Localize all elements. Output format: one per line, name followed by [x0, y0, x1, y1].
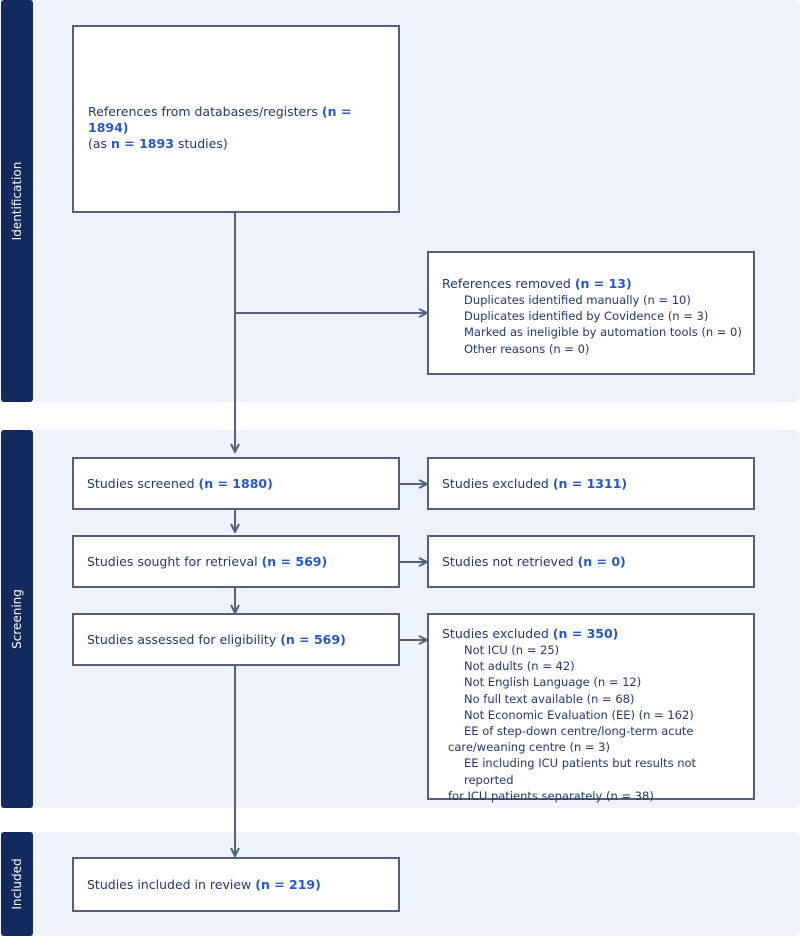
- exclusion-reason: EE of step-down centre/long-term acute: [464, 724, 694, 739]
- screening-sidebar: Screening: [1, 430, 33, 808]
- studies-not-retrieved-box: Studies not retrieved (n = 0): [427, 535, 755, 588]
- references-removed-count: (n = 13): [574, 276, 632, 291]
- references-removed-title: References removed (n = 13): [442, 276, 632, 291]
- included-sidebar: Included: [1, 832, 33, 936]
- studies-excluded-count: (n = 1311): [552, 475, 628, 491]
- studies-not-retrieved-count: (n = 0): [577, 553, 626, 569]
- exclusion-reason: Not English Language (n = 12): [464, 675, 642, 690]
- removed-item: Marked as ineligible by automation tools…: [464, 325, 742, 340]
- exclusion-reason: EE including ICU patients but results no…: [464, 756, 697, 787]
- identification-studies-count: n = 1893: [111, 136, 174, 151]
- exclusion-reason: No full text available (n = 68): [464, 691, 635, 706]
- identification-line2: (as n = 1893 studies): [88, 136, 228, 151]
- identification-box: References from databases/registers (n =…: [72, 25, 400, 213]
- removed-item: Other reasons (n = 0): [464, 341, 590, 356]
- studies-included-count: (n = 219): [255, 876, 321, 892]
- excluded-reasons-title: Studies excluded (n = 350): [442, 626, 619, 641]
- studies-included-box: Studies included in review (n = 219): [72, 857, 400, 912]
- exclusion-reason: Not ICU (n = 25): [464, 643, 560, 657]
- studies-assessed-box: Studies assessed for eligibility (n = 56…: [72, 613, 400, 666]
- studies-excluded-reasons-box: Studies excluded (n = 350) Not ICU (n = …: [427, 613, 755, 803]
- studies-sought-count: (n = 569): [261, 553, 328, 569]
- exclusion-reason: Not Economic Evaluation (EE) (n = 162): [464, 707, 694, 722]
- studies-screened-box: Studies screened (n = 1880): [72, 457, 400, 510]
- exclusion-reason: care/weaning centre (n = 3): [448, 740, 610, 755]
- identification-count: (n = 1894): [88, 104, 352, 135]
- removed-item: Duplicates identified manually (n = 10): [464, 293, 691, 307]
- exclusion-reason: for ICU patients separately (n = 38): [448, 788, 654, 803]
- studies-excluded-box: Studies excluded (n = 1311): [427, 457, 755, 510]
- references-removed-box: References removed (n = 13) Duplicates i…: [427, 251, 755, 375]
- excluded-reasons-count: (n = 350): [552, 626, 619, 641]
- studies-screened-count: (n = 1880): [198, 475, 273, 491]
- exclusion-reason: Not adults (n = 42): [464, 659, 575, 674]
- removed-item: Duplicates identified by Covidence (n = …: [464, 309, 709, 324]
- identification-line1: References from databases/registers (n =…: [88, 104, 352, 135]
- studies-sought-box: Studies sought for retrieval (n = 569): [72, 535, 400, 588]
- studies-assessed-count: (n = 569): [280, 631, 346, 647]
- identification-sidebar: Identification: [1, 0, 33, 402]
